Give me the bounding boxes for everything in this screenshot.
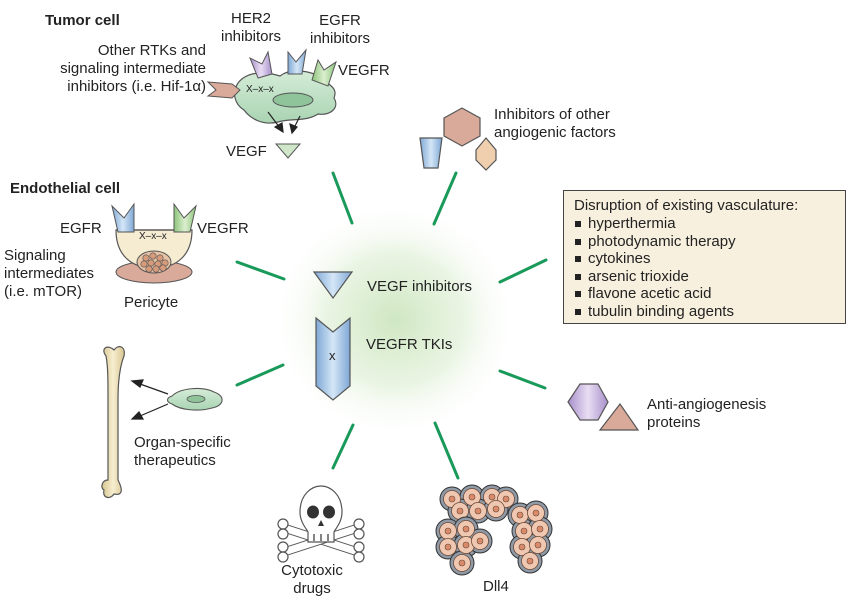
blue-trapezoid [419,137,443,169]
anti-angiogenesis-shapes-icon [567,383,640,431]
dll4-vessel-clusters-icon [435,484,553,576]
disruption-item: flavone acetic acid [574,285,835,303]
rose-triangle [598,402,640,431]
vegfr-tkis-label: VEGFR TKIs [366,336,453,353]
dll4-label: Dll4 [483,578,509,595]
spoke-anti-angiogenesis [498,369,547,390]
vegf-label: VEGF [226,143,267,160]
skull-icon [277,485,365,563]
other-angiogenic-shapes-icon [419,107,497,171]
vegfr-receptor-icon [311,58,337,87]
disruption-item: hyperthermia [574,215,835,233]
spoke-other-angiogenic [432,171,458,226]
vessel-cluster [439,484,519,524]
vessel-cluster [435,516,493,576]
vegf-small-triangle [274,143,302,159]
endo-xxx-label: X–x–x [139,231,167,242]
disruption-box: Disruption of existing vasculature: hype… [563,190,846,324]
spoke-tumor [331,171,354,225]
endothelial-nucleus-icon [136,250,172,274]
peach-hexagon [475,137,497,171]
tumor-cell-icon [206,48,337,159]
disruption-list: hyperthermia photodynamic therapy cytoki… [574,215,835,320]
other-rtk-icon [206,81,241,99]
disruption-item: tubulin binding agents [574,303,835,321]
endo-egfr-receptor-icon [111,202,135,233]
vegfr-tki-receptor [315,316,351,401]
spoke-cytotoxic [331,423,355,470]
endo-vegfr-receptor-icon [173,202,197,233]
vegf-inhibitors-label: VEGF inhibitors [367,278,473,295]
tki-x-label: x [329,348,336,363]
disruption-item: cytokines [574,250,835,268]
pericyte-label: Pericyte [124,294,179,311]
endothelial-cell-title: Endothelial cell [10,180,121,197]
tumor-nucleus [272,92,314,108]
endo-vegfr-label: VEGFR [197,220,249,237]
vegf-inhibitor-triangle [312,271,354,300]
bone-icon [101,346,125,499]
spokes [235,171,548,480]
organ-arrows [130,379,169,420]
organ-cell-icon [166,387,223,411]
center-glow [270,200,520,440]
disruption-heading: Disruption of existing vasculature: [574,197,799,214]
endothelial-cell-icon [111,202,197,284]
her2-receptor-icon [249,50,273,79]
spoke-disruption [498,258,548,284]
tumor-xxx-label: X–x–x [246,84,274,95]
endo-egfr-label: EGFR [60,220,102,237]
tumor-cell-title: Tumor cell [45,12,120,29]
disruption-item: arsenic trioxide [574,268,835,286]
brown-hexagon [443,107,481,147]
disruption-item: photodynamic therapy [574,233,835,251]
tumor-vegfr-label: VEGFR [338,62,390,79]
purple-hexagon [567,383,609,421]
egfr-receptor-icon [287,48,307,75]
spoke-dll4 [433,421,460,480]
spoke-endothelial [235,260,286,281]
vessel-cluster [507,500,553,574]
spoke-organ [235,363,285,387]
